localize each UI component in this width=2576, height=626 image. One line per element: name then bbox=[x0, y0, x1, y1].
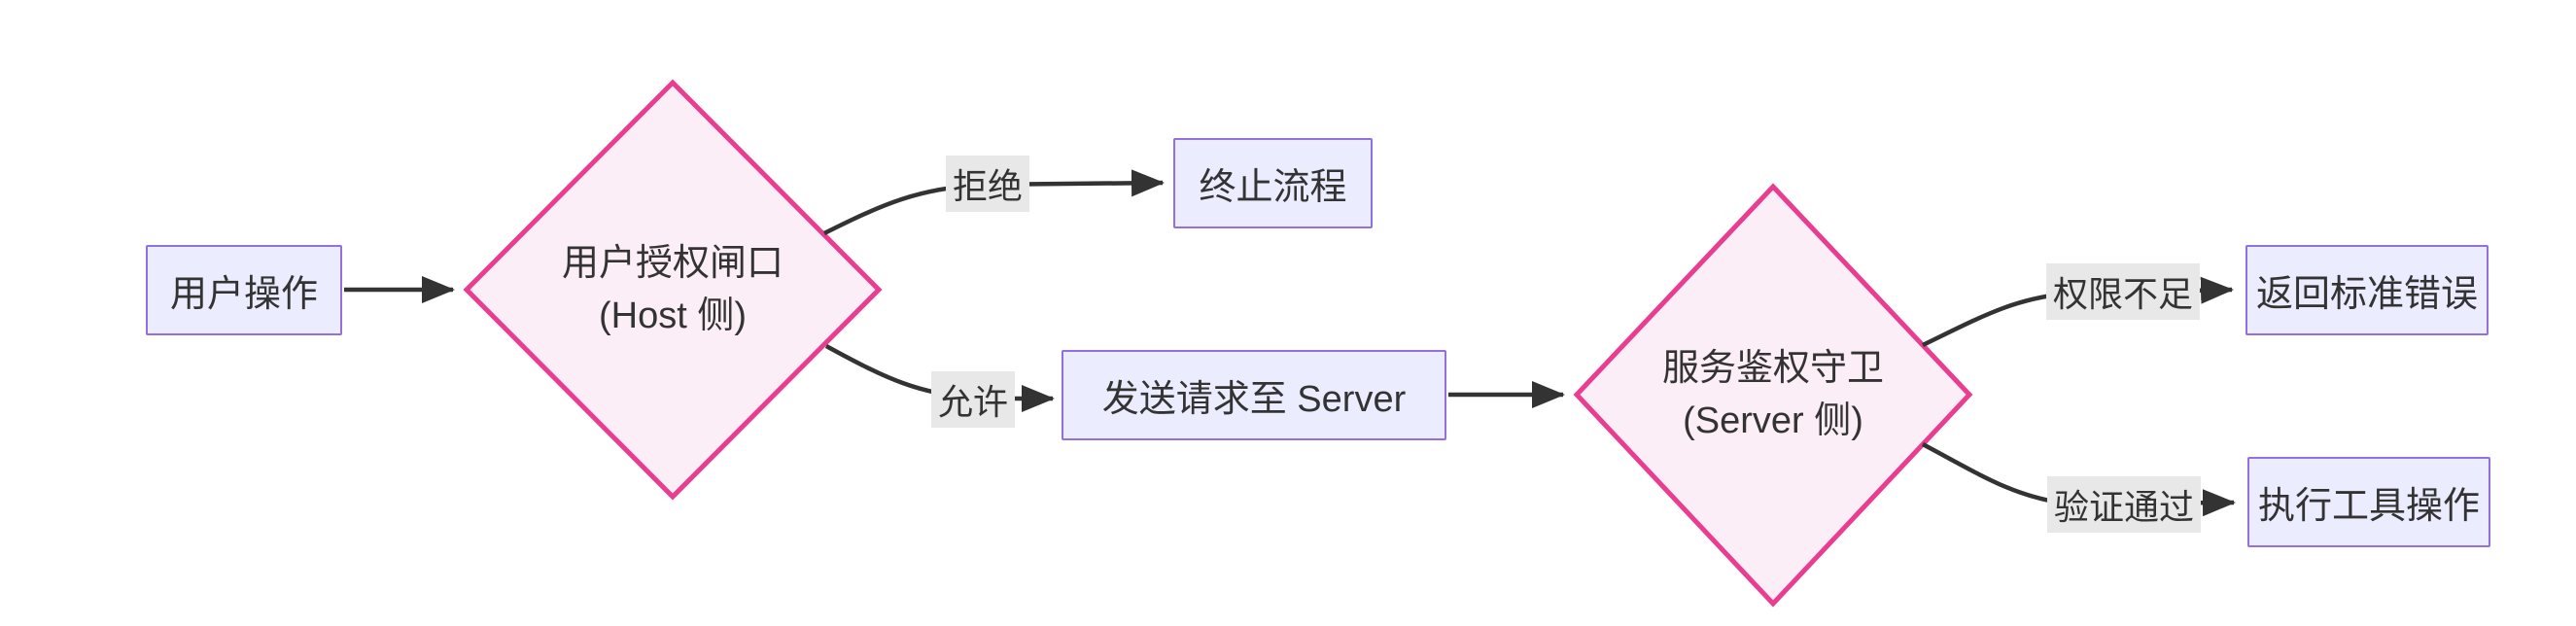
edge-label-verification-passed: 验证通过 bbox=[2046, 476, 2202, 533]
node-std-error: 返回标准错误 bbox=[2245, 245, 2489, 335]
node-host-gate-label-line1: 用户授权闸口 bbox=[561, 243, 783, 284]
edge-label-allow: 允许 bbox=[930, 371, 1016, 428]
node-exec-tool: 执行工具操作 bbox=[2247, 457, 2490, 547]
node-exec-tool-label: 执行工具操作 bbox=[2257, 486, 2480, 527]
decision-diamond-host-gate bbox=[463, 79, 883, 501]
node-user-action-label: 用户操作 bbox=[169, 274, 318, 315]
node-server-guard-label-line1: 服务鉴权守卫 bbox=[1661, 348, 1884, 389]
node-server-guard-label: 服务鉴权守卫 (Server 侧) bbox=[1579, 338, 1967, 451]
node-server-guard-label-line2: (Server 侧) bbox=[1683, 400, 1863, 441]
node-host-gate-label: 用户授权闸口 (Host 侧) bbox=[478, 233, 867, 346]
node-std-error-label: 返回标准错误 bbox=[2255, 274, 2478, 315]
node-user-action: 用户操作 bbox=[146, 245, 342, 335]
node-terminate: 终止流程 bbox=[1173, 138, 1373, 228]
node-host-gate-label-line2: (Host 侧) bbox=[598, 296, 747, 336]
edge-label-reject: 拒绝 bbox=[945, 156, 1030, 212]
node-send-request: 发送请求至 Server bbox=[1062, 350, 1446, 440]
node-send-request-label: 发送请求至 Server bbox=[1101, 379, 1407, 420]
node-terminate-label: 终止流程 bbox=[1199, 167, 1347, 208]
decision-diamond-server-guard bbox=[1573, 183, 1973, 608]
edge-label-insufficient-permission: 权限不足 bbox=[2045, 263, 2201, 320]
